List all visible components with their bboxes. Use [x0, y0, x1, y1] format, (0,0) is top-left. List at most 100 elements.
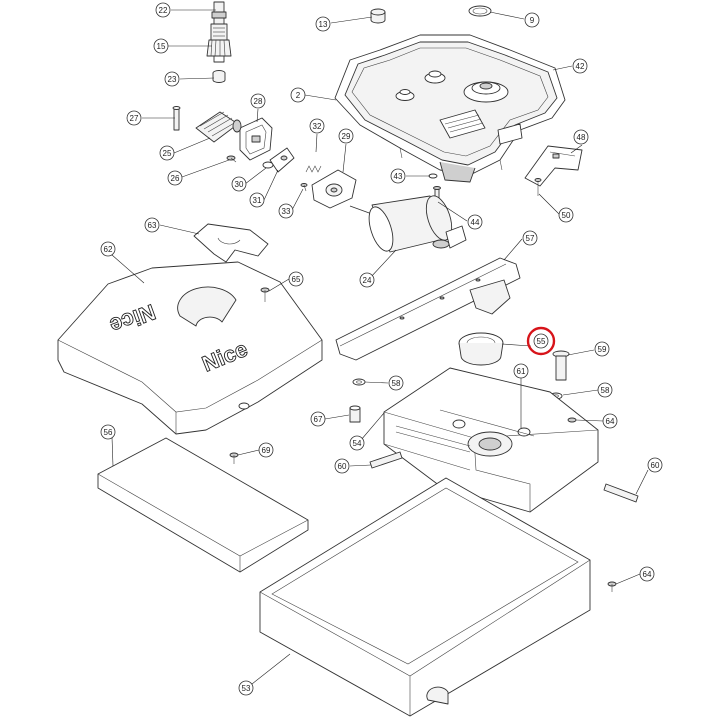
- callout-number: 9: [530, 16, 535, 25]
- callout-55: 55: [526, 326, 556, 356]
- callout-62: 62: [100, 241, 116, 257]
- callout-circle: [144, 217, 160, 233]
- callout-circle: [309, 118, 325, 134]
- part-56-flat-cover: [97, 437, 309, 573]
- callout-circle: [522, 230, 538, 246]
- callout-number: 58: [392, 379, 401, 388]
- callout-67: 67: [310, 411, 326, 427]
- callout-60: 60: [647, 457, 663, 473]
- callout-circle: [558, 207, 574, 223]
- callout-number: 64: [606, 417, 615, 426]
- callout-number: 53: [242, 684, 251, 693]
- part-9-seal-ring: [468, 5, 492, 17]
- callout-circle: [533, 333, 549, 349]
- callout-circle: [338, 128, 354, 144]
- callout-number: 24: [363, 276, 372, 285]
- part-22-shaft: [210, 1, 228, 41]
- callout-circle: [231, 176, 247, 192]
- part-29-flange: [311, 169, 357, 209]
- callout-number: 26: [171, 174, 180, 183]
- part-42-gearbox-housing: [334, 34, 566, 183]
- callout-circle: [250, 93, 266, 109]
- callout-number: 27: [130, 114, 139, 123]
- part-65-screw: [260, 287, 270, 302]
- callout-circle: [524, 12, 540, 28]
- callout-number: 55: [537, 337, 546, 346]
- callout-53: 53: [238, 680, 254, 696]
- callout-56: 56: [100, 424, 116, 440]
- callout-circle: [388, 375, 404, 391]
- callout-circle: [572, 58, 588, 74]
- callout-circle: [639, 566, 655, 582]
- part-54-main-frame: [383, 367, 599, 513]
- callout-number: 62: [104, 245, 113, 254]
- callout-circle: [573, 129, 589, 145]
- callout-circle: [278, 203, 294, 219]
- part-33-screw: [300, 183, 308, 192]
- callout-58: 58: [597, 382, 613, 398]
- callout-number: 25: [163, 149, 172, 158]
- part-27-pin: [172, 106, 181, 131]
- part-57-rack-bar: [335, 257, 521, 361]
- callout-circle: [100, 241, 116, 257]
- callout-63: 63: [144, 217, 160, 233]
- part-67-pin: [349, 405, 361, 423]
- callout-circle: [249, 192, 265, 208]
- callout-circle: [467, 214, 483, 230]
- callout-57: 57: [522, 230, 538, 246]
- part-53-base-tray: [259, 477, 591, 717]
- callout-2: 2: [290, 87, 306, 103]
- part-60-pin-right: [603, 483, 639, 503]
- callout-circle: [647, 457, 663, 473]
- callout-64: 64: [639, 566, 655, 582]
- callout-circle: [155, 2, 171, 18]
- callout-58: 58: [388, 375, 404, 391]
- callout-42: 42: [572, 58, 588, 74]
- callout-31: 31: [249, 192, 265, 208]
- callout-26: 26: [167, 170, 183, 186]
- callout-circle: [126, 110, 142, 126]
- callout-circle: [159, 145, 175, 161]
- callout-circle: [349, 435, 365, 451]
- callout-number: 67: [314, 415, 323, 424]
- callout-circle: [310, 411, 326, 427]
- callout-circle: [100, 424, 116, 440]
- callout-13: 13: [315, 16, 331, 32]
- callout-30: 30: [231, 176, 247, 192]
- callout-number: 58: [601, 386, 610, 395]
- callout-23: 23: [164, 71, 180, 87]
- callout-number: 13: [319, 20, 328, 29]
- callout-circle: [390, 168, 406, 184]
- callout-number: 30: [235, 180, 244, 189]
- part-58-washer-left: [352, 378, 366, 386]
- part-28-bracket: [239, 117, 273, 161]
- callout-number: 23: [168, 75, 177, 84]
- callout-number: 48: [577, 133, 586, 142]
- callout-number: 64: [643, 570, 652, 579]
- callout-33: 33: [278, 203, 294, 219]
- callout-number: 59: [598, 345, 607, 354]
- callout-25: 25: [159, 145, 175, 161]
- part-43-washer: [428, 173, 438, 179]
- callout-number: 69: [262, 446, 271, 455]
- callout-44: 44: [467, 214, 483, 230]
- callout-circle: [315, 16, 331, 32]
- callout-32: 32: [309, 118, 325, 134]
- callout-circle: [288, 271, 304, 287]
- callout-number: 31: [253, 196, 262, 205]
- callout-number: 29: [342, 132, 351, 141]
- callout-circle: [597, 382, 613, 398]
- callout-number: 63: [148, 221, 157, 230]
- part-15-gear: [206, 39, 232, 63]
- callout-number: 28: [254, 97, 263, 106]
- part-63-flap: [193, 223, 269, 263]
- callout-circle: [238, 680, 254, 696]
- callout-28: 28: [250, 93, 266, 109]
- callout-number: 33: [282, 207, 291, 216]
- callout-number: 2: [296, 91, 301, 100]
- part-24-motor: [349, 195, 467, 253]
- callout-number: 57: [526, 234, 535, 243]
- callout-number: 56: [104, 428, 113, 437]
- callout-24: 24: [359, 272, 375, 288]
